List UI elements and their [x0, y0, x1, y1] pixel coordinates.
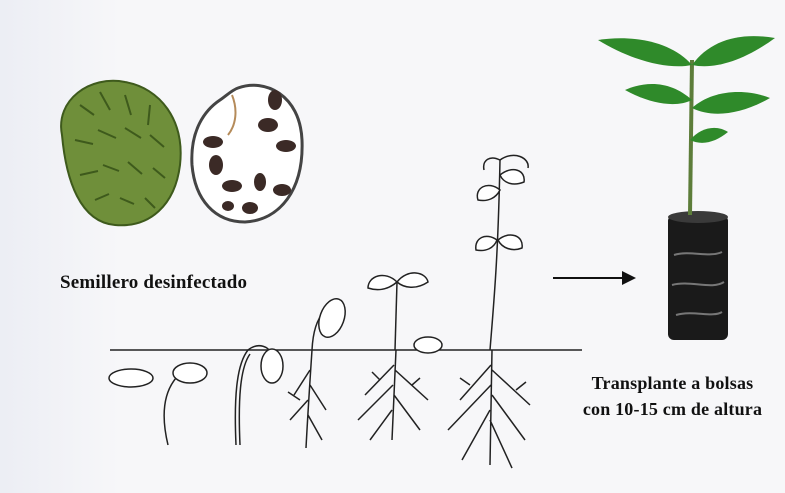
transplant-label-line-2: con 10-15 cm de altura	[560, 396, 785, 422]
transplant-label-line-1: Transplante a bolsas	[560, 370, 785, 396]
seed-stage-1	[109, 369, 153, 387]
arrow-right-icon	[553, 271, 636, 285]
soursop-fruit-icon	[61, 81, 181, 225]
seed-stage-3	[235, 346, 283, 445]
seedling-stage-4	[288, 295, 350, 448]
seed-bed-label: Semillero desinfectado	[60, 272, 247, 294]
seedling-stage-5	[358, 273, 442, 440]
potted-seedling-icon	[598, 36, 775, 340]
transplant-label: Transplante a bolsas con 10-15 cm de alt…	[560, 370, 785, 422]
cut-fruit-icon	[192, 85, 302, 222]
seedling-stage-6	[448, 155, 530, 468]
seed-stage-2	[164, 363, 207, 445]
